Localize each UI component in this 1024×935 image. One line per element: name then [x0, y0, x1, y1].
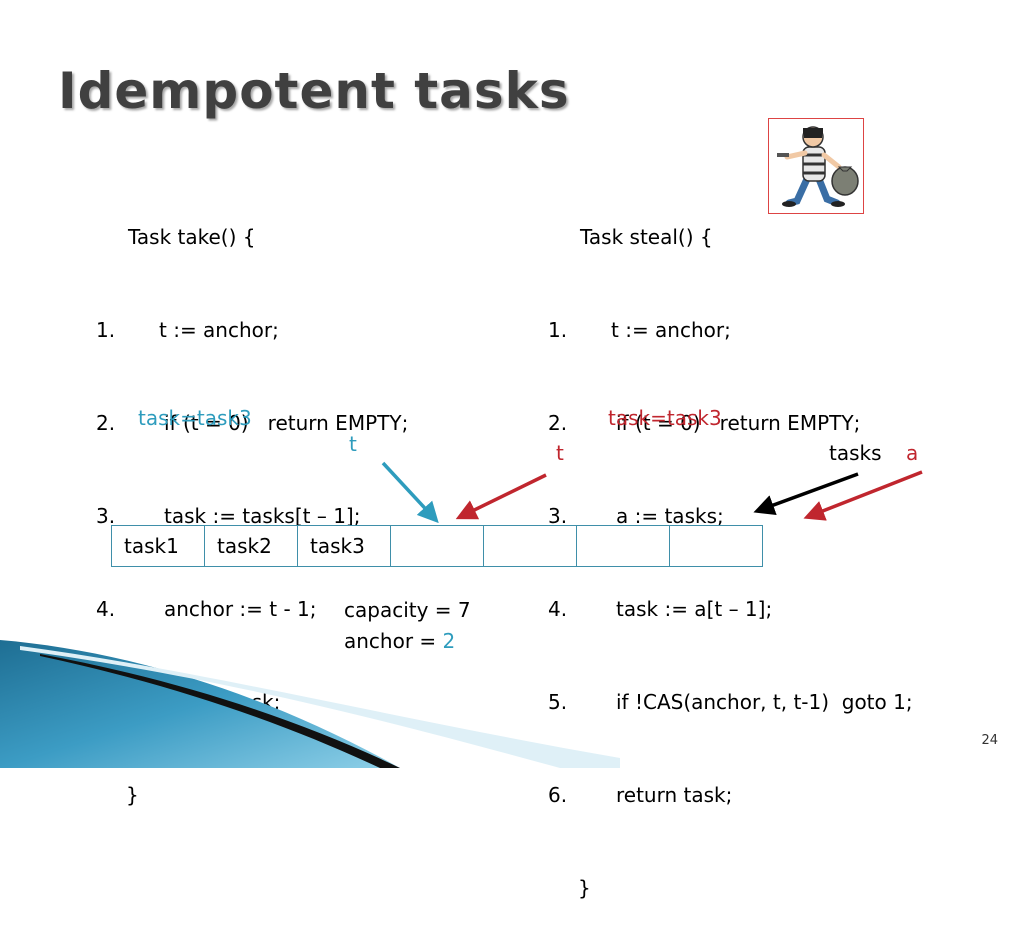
task-array: task1 task2 task3: [111, 525, 763, 567]
slide-title: Idempotent tasks: [58, 62, 570, 120]
array-cell: [390, 525, 484, 567]
steal-line: 6.return task;: [548, 783, 733, 807]
anchor-value: 2: [442, 629, 456, 653]
tasks-arrow: [753, 472, 859, 516]
steal-line: 4.task := a[t – 1];: [548, 597, 773, 621]
steal-t-label: t: [556, 441, 564, 465]
steal-line: 3.a := tasks;: [548, 504, 724, 528]
array-cell: [483, 525, 577, 567]
array-cell: task2: [204, 525, 298, 567]
take-line: 4.anchor := t - 1;: [96, 597, 317, 621]
array-cell: [669, 525, 763, 567]
array-cell: [576, 525, 670, 567]
a-label: a: [906, 441, 919, 465]
steal-t-arrow: [455, 473, 547, 520]
take-header: Task take() {: [128, 225, 256, 249]
pointer-arrows: [381, 461, 923, 524]
take-line: 3.task := tasks[t – 1];: [96, 504, 361, 528]
steal-line: 5.if !CAS(anchor, t, t-1) goto 1;: [548, 690, 913, 714]
slide-number: 24: [981, 733, 998, 748]
array-cell: task1: [111, 525, 205, 567]
decorative-swoosh: [0, 640, 620, 768]
take-result: task=task3: [138, 406, 252, 430]
take-t-label: t: [349, 432, 357, 456]
steal-line: 2.if (t = 0) return EMPTY;: [548, 411, 861, 435]
a-arrow: [803, 470, 923, 521]
anchor-label: anchor =: [344, 629, 443, 653]
take-line: 2.if (t = 0) return EMPTY;: [96, 411, 409, 435]
take-footer: }: [126, 783, 139, 807]
tasks-label: tasks: [829, 441, 882, 465]
take-line: 1.t := anchor;: [96, 318, 279, 342]
steal-footer: }: [578, 876, 591, 900]
steal-result: task=task3: [608, 406, 722, 430]
anchor-info: anchor = 2: [344, 629, 455, 653]
take-t-arrow: [381, 461, 439, 524]
capacity-label: capacity = 7: [344, 598, 471, 622]
steal-header: Task steal() {: [580, 225, 713, 249]
steal-line: 1.t := anchor;: [548, 318, 731, 342]
array-cell: task3: [297, 525, 391, 567]
thief-icon: [768, 118, 864, 214]
